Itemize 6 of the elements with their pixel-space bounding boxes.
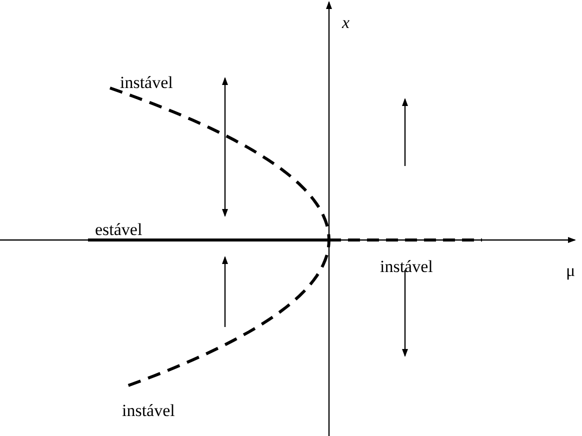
axis-label: instável [122, 402, 175, 419]
axis-label: x [342, 14, 350, 31]
axis-label: estável [95, 221, 142, 238]
axis-label: μ [566, 262, 576, 279]
axis-label: instável [120, 74, 173, 91]
axis-label: instável [380, 258, 433, 275]
